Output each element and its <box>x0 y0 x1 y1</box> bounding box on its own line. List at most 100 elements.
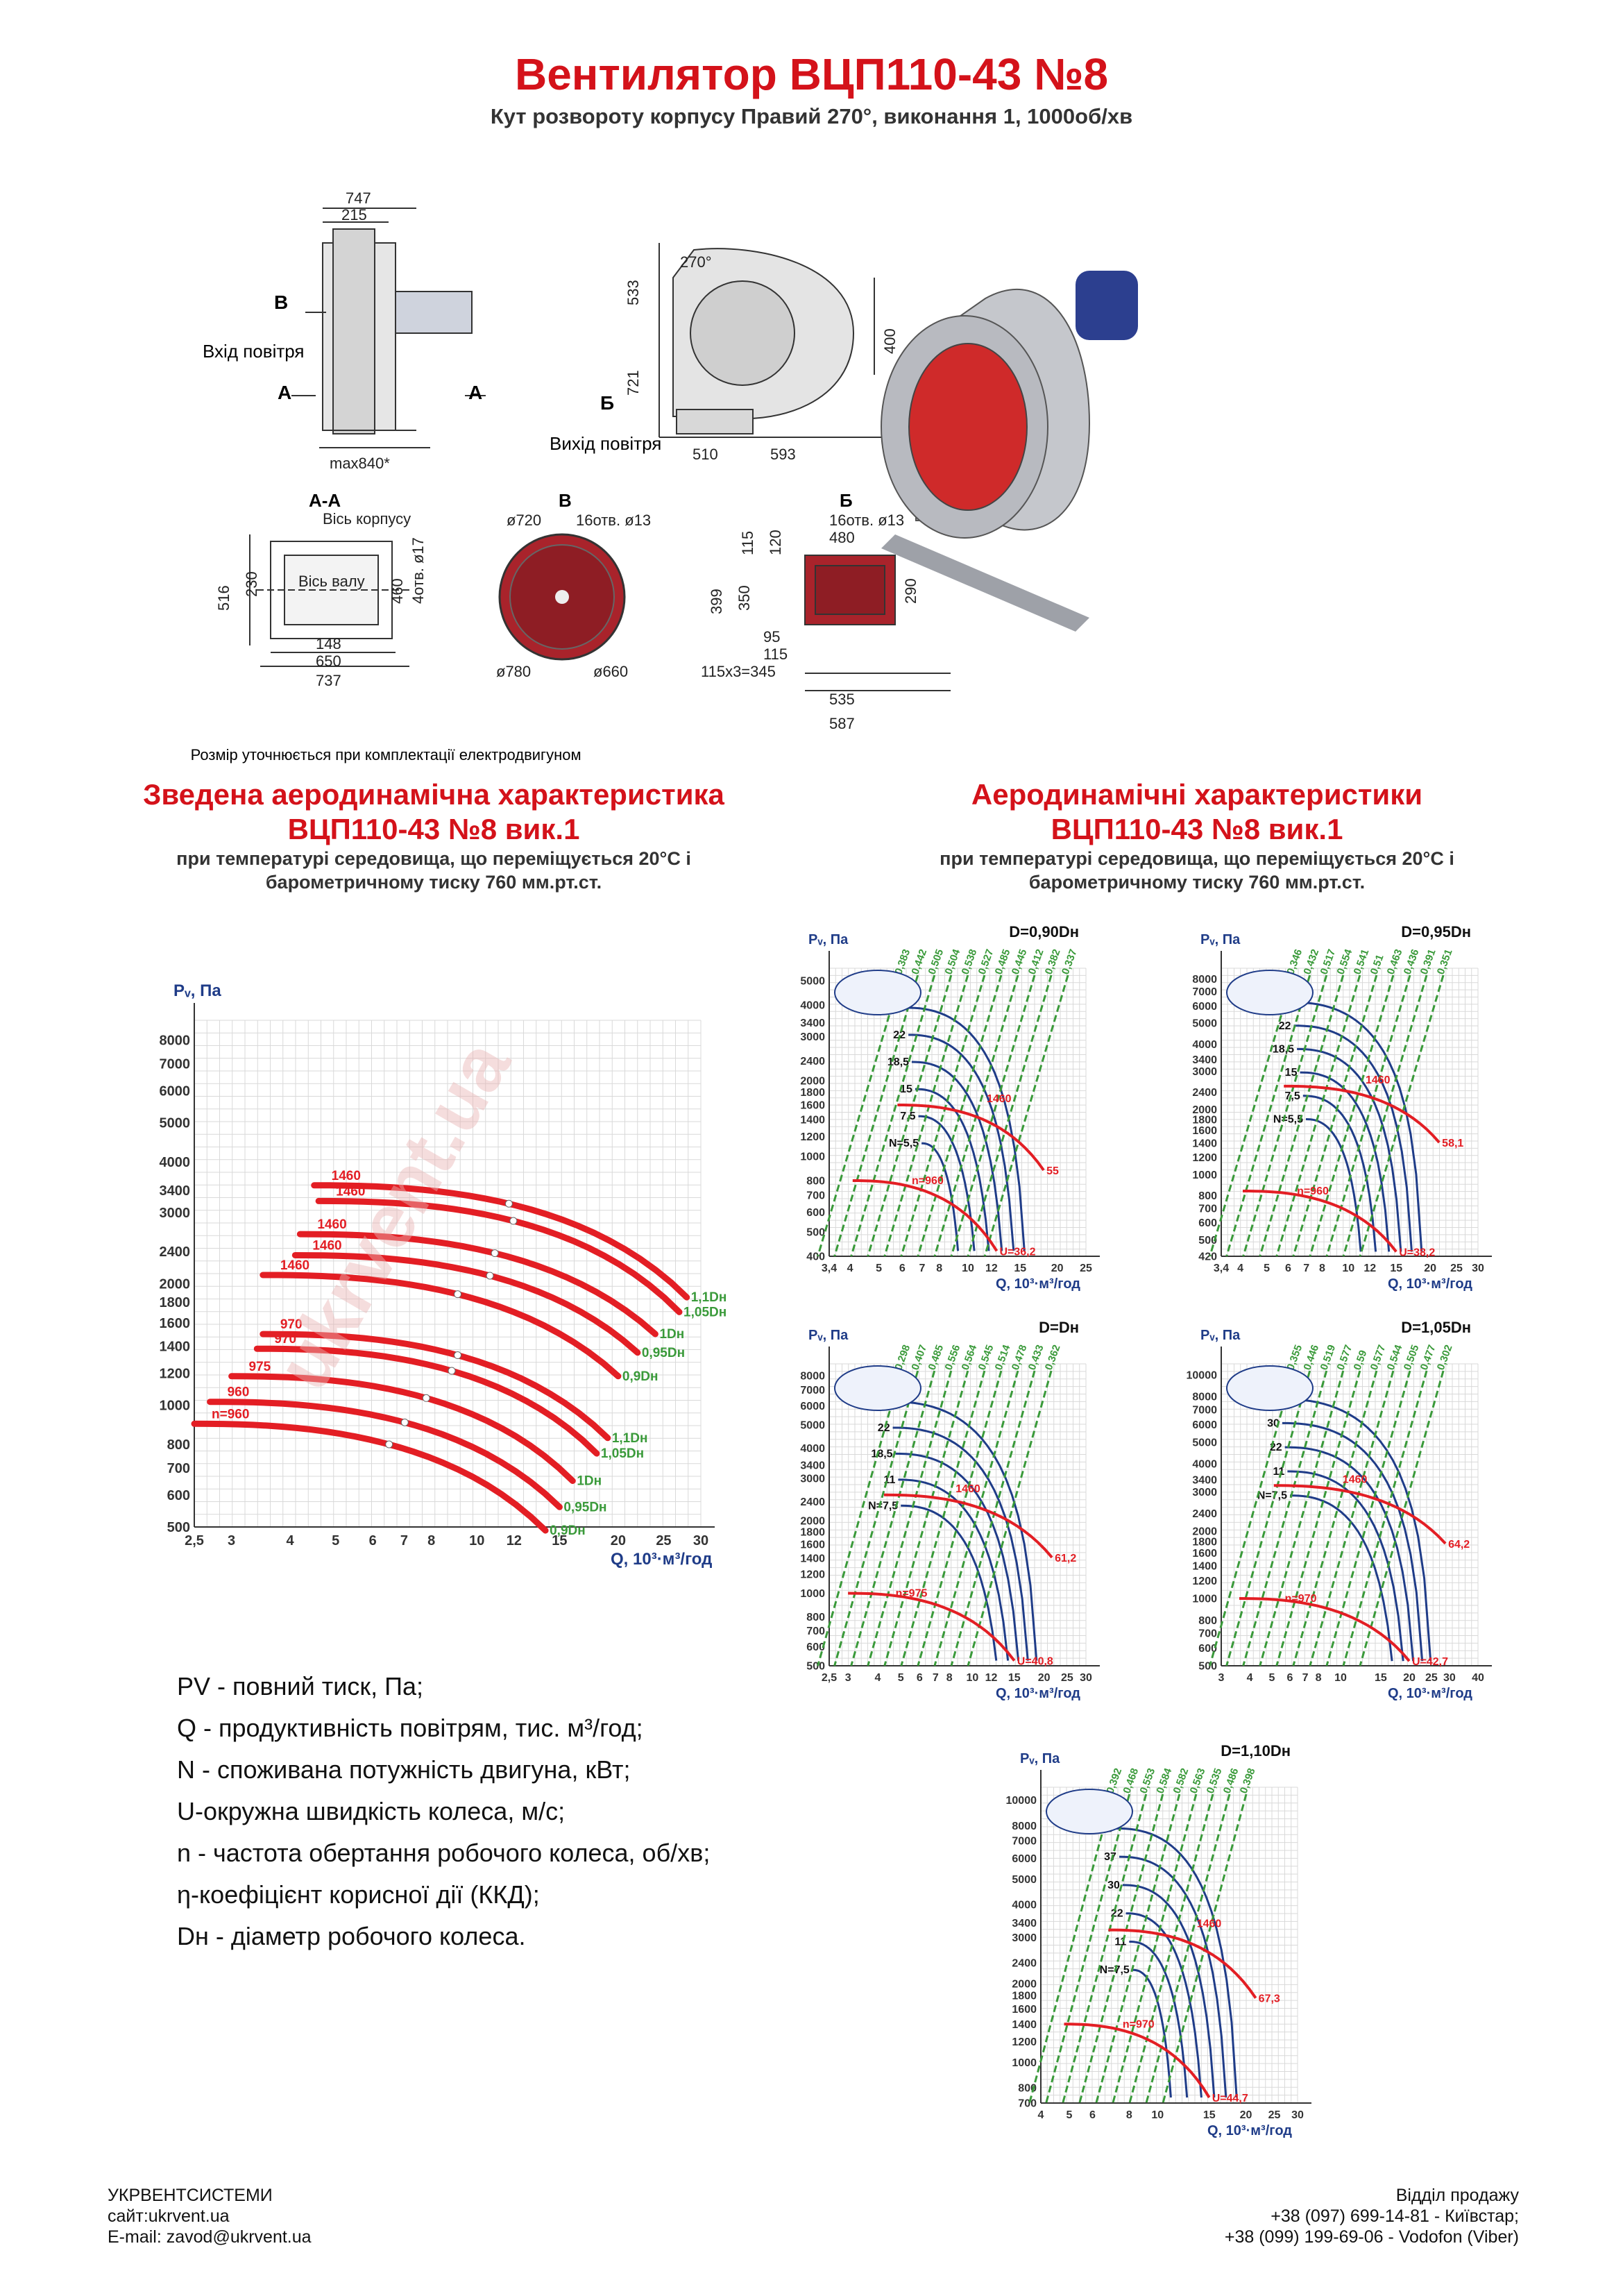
y-axis-label: Pᵥ, Па <box>808 932 849 947</box>
efficiency-line <box>1209 974 1295 1257</box>
y-tick-label: 7000 <box>800 1385 825 1396</box>
dim-587: 587 <box>829 715 855 732</box>
chart-title: D=0,90Dн <box>1009 923 1079 940</box>
view-v-title: В <box>559 490 572 511</box>
series-name-label: 1,1Dн <box>612 1431 648 1446</box>
speed-label: 1460 <box>1366 1074 1391 1086</box>
y-tick-label: 10000 <box>1006 1795 1037 1807</box>
aero-sub-2: барометричному тиску 760 мм.рт.ст. <box>1028 872 1366 893</box>
x-tick-label: 8 <box>1319 1263 1325 1274</box>
power-label: 18,5 <box>871 1448 892 1460</box>
power-label: 37 <box>1104 1851 1116 1863</box>
x-tick-label: 3 <box>1218 1672 1225 1684</box>
y-tick-label: 1400 <box>1192 1561 1217 1573</box>
dim-95: 95 <box>763 628 780 645</box>
summary-sub-1: при температурі середовища, що переміщує… <box>176 848 691 869</box>
x-tick-label: 5 <box>1067 2109 1073 2121</box>
efficiency-line <box>817 974 903 1257</box>
speed-label: 1460 <box>336 1184 365 1199</box>
power-label: N=7,5 <box>868 1500 898 1512</box>
logo-badge <box>834 970 921 1015</box>
y-axis-label: Pᵥ, Па <box>1020 1751 1060 1766</box>
efficiency-line <box>1309 1370 1395 1666</box>
x-tick-label: 10 <box>962 1263 974 1274</box>
y-tick-label: 800 <box>806 1176 825 1188</box>
y-tick-label: 2400 <box>1192 1508 1217 1520</box>
series-name-label: 0,9Dн <box>622 1369 658 1384</box>
dim-angle: 270° <box>680 253 712 271</box>
section-aa-holes: 4отв. ø17 <box>409 537 427 604</box>
efficiency-line <box>867 974 953 1257</box>
y-tick-label: 600 <box>167 1488 190 1503</box>
speed-label: n=970 <box>1285 1593 1317 1605</box>
dim-510: 510 <box>692 446 718 463</box>
dim-747: 747 <box>346 189 371 207</box>
label-a-left: А <box>278 382 291 403</box>
x-tick-label: 6 <box>369 1533 377 1548</box>
x-tick-label: 20 <box>1051 1263 1064 1274</box>
y-tick-label: 3400 <box>1192 1054 1217 1066</box>
y-tick-label: 420 <box>1198 1251 1217 1263</box>
efficiency-line <box>1078 1793 1164 2104</box>
y-tick-label: 8000 <box>1192 1392 1217 1403</box>
x-tick-label: 5 <box>332 1533 339 1548</box>
efficiency-line <box>1342 1370 1428 1666</box>
summary-title-1: Зведена аеродинамічна характеристика <box>143 778 724 811</box>
x-tick-label: 4 <box>1247 1672 1253 1684</box>
bep-marker <box>448 1367 456 1375</box>
speed-curve <box>1273 1484 1447 1545</box>
efficiency-line <box>933 1370 1019 1666</box>
y-tick-label: 2000 <box>1012 1978 1037 1990</box>
x-tick-label: 7 <box>1302 1672 1309 1684</box>
series-curve <box>191 1420 549 1534</box>
bep-marker <box>385 1440 393 1449</box>
speed-label: 1460 <box>1197 1918 1222 1930</box>
footer-phone-1[interactable]: +38 (097) 699-14-81 - Київстар; <box>1271 2206 1519 2226</box>
footer-email[interactable]: E-mail: zavod@ukrvent.ua <box>108 2227 312 2247</box>
speed-label: 1460 <box>280 1258 309 1273</box>
y-tick-label: 1200 <box>800 1569 825 1581</box>
y-tick-label: 2000 <box>800 1076 825 1088</box>
efficiency-line <box>850 1370 936 1666</box>
y-tick-label: 8000 <box>160 1033 191 1049</box>
y-tick-label: 800 <box>167 1437 190 1453</box>
x-tick-label: 2,5 <box>185 1533 204 1548</box>
footer-site[interactable]: сайт:ukrvent.ua <box>108 2206 230 2226</box>
x-tick-label: 4 <box>1038 2109 1044 2121</box>
efficiency-line <box>1128 1793 1214 2104</box>
y-tick-label: 700 <box>1198 1203 1217 1215</box>
power-curve <box>901 1504 998 1661</box>
logo-badge <box>1226 970 1314 1015</box>
series-curve <box>260 1331 611 1442</box>
y-tick-label: 2400 <box>1192 1087 1217 1099</box>
x-tick-label: 20 <box>1240 2109 1252 2121</box>
y-tick-label: 6000 <box>1192 1419 1217 1431</box>
power-curve <box>1119 1855 1227 2098</box>
dim-d660: ø660 <box>593 663 628 680</box>
y-tick-label: 6000 <box>160 1083 191 1099</box>
efficiency-line <box>1325 974 1411 1257</box>
y-tick-label: 2400 <box>800 1056 825 1067</box>
footer-phone-2[interactable]: +38 (099) 199-69-06 - Vodofon (Viber) <box>1224 2227 1519 2247</box>
end-label: U=44,7 <box>1212 2093 1248 2104</box>
end-label: U=36,2 <box>999 1246 1035 1258</box>
x-tick-label: 5 <box>876 1263 882 1274</box>
dim-350: 350 <box>736 585 753 611</box>
y-tick-label: 500 <box>1198 1235 1217 1247</box>
summary-section-header: Зведена аеродинамічна характеристика ВЦП… <box>104 777 763 894</box>
x-tick-label: 6 <box>917 1672 923 1684</box>
y-tick-label: 4000 <box>1192 1039 1217 1051</box>
x-tick-label: 6 <box>1089 2109 1096 2121</box>
efficiency-line <box>967 1370 1053 1666</box>
x-tick-label: 7 <box>1303 1263 1309 1274</box>
x-tick-label: 30 <box>693 1533 708 1548</box>
x-tick-label: 12 <box>1363 1263 1376 1274</box>
aero-section-header: Аеродинамічні характеристики ВЦП110-43 №… <box>867 777 1527 894</box>
y-tick-label: 1600 <box>800 1100 825 1112</box>
x-tick-label: 25 <box>1080 1263 1092 1274</box>
series-curve <box>296 1231 658 1337</box>
power-curve <box>892 1426 1029 1661</box>
efficiency-line <box>883 974 969 1257</box>
y-tick-label: 1800 <box>1192 1536 1217 1548</box>
x-tick-label: 3,4 <box>822 1263 837 1274</box>
